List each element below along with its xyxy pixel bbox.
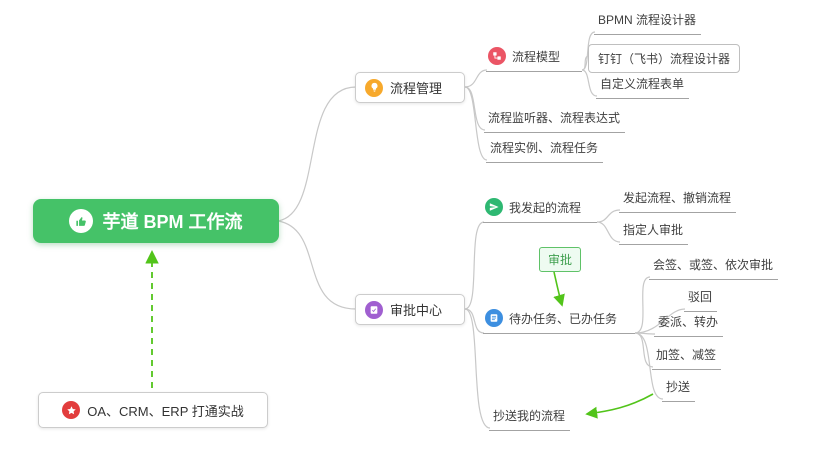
practice-label: OA、CRM、ERP 打通实战 (87, 403, 244, 419)
lightbulb-icon (365, 78, 383, 97)
send-icon (485, 198, 503, 216)
node-reject[interactable]: 驳回 (684, 288, 718, 312)
process-management-label: 流程管理 (390, 81, 443, 96)
node-process-management[interactable]: 流程管理 (355, 72, 465, 103)
node-assignee-approval[interactable]: 指定人审批 (619, 221, 689, 245)
root-label: 芋道 BPM 工作流 (102, 212, 243, 232)
todo-done-label: 待办任务、已办任务 (509, 311, 618, 326)
node-instance-task[interactable]: 流程实例、流程任务 (486, 139, 604, 163)
star-icon (62, 401, 81, 419)
my-initiated-label: 我发起的流程 (509, 200, 582, 215)
node-listener-expression[interactable]: 流程监听器、流程表达式 (484, 109, 626, 133)
node-initiate-cancel[interactable]: 发起流程、撤销流程 (619, 189, 737, 213)
node-delegate-transfer[interactable]: 委派、转办 (654, 313, 724, 337)
approval-badge[interactable]: 审批 (539, 247, 582, 272)
node-oa-crm-erp-practice[interactable]: OA、CRM、ERP 打通实战 (38, 392, 268, 428)
cc-to-ccprocess-arrow (585, 393, 654, 419)
thumbs-up-icon (69, 209, 94, 233)
node-approval-center[interactable]: 审批中心 (355, 294, 465, 325)
node-todo-done[interactable]: 待办任务、已办任务 (483, 309, 635, 334)
node-custom-form[interactable]: 自定义流程表单 (596, 75, 690, 99)
task-list-icon (485, 309, 503, 327)
node-process-model[interactable]: 流程模型 (486, 47, 582, 72)
node-countersign[interactable]: 会签、或签、依次审批 (649, 256, 779, 280)
badge-to-todo-arrow (553, 271, 565, 307)
node-my-initiated[interactable]: 我发起的流程 (483, 198, 597, 223)
root-node[interactable]: 芋道 BPM 工作流 (33, 199, 279, 243)
approval-center-label: 审批中心 (390, 303, 443, 318)
process-model-label: 流程模型 (512, 49, 561, 64)
model-icon (488, 47, 506, 65)
green-relation-arrows (145, 249, 654, 419)
node-cc-my-process[interactable]: 抄送我的流程 (489, 407, 571, 431)
node-dingtalk-designer[interactable]: 钉钉（飞书）流程设计器 (588, 44, 741, 73)
node-add-remove-sign[interactable]: 加签、减签 (652, 346, 722, 370)
node-bpmn-designer[interactable]: BPMN 流程设计器 (594, 11, 702, 35)
tree-branch-curves (277, 31, 686, 429)
approval-doc-icon (365, 300, 383, 319)
node-cc[interactable]: 抄送 (662, 378, 696, 402)
